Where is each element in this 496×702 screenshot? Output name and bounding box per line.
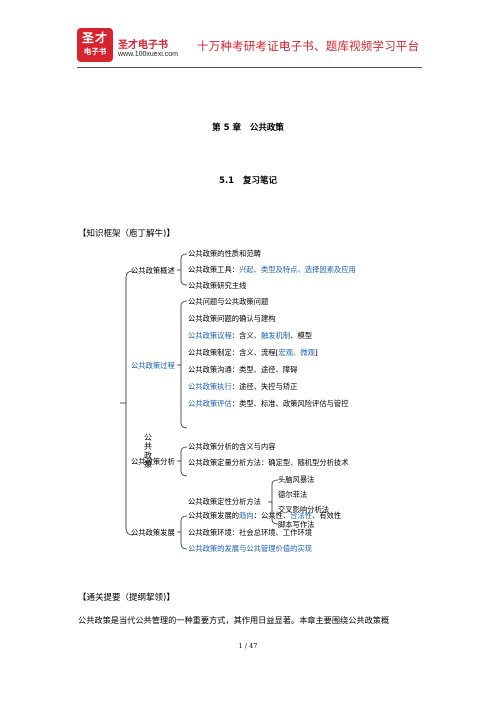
section-title: 5.1 复习笔记 [219,176,277,186]
mindmap-root: 公共政策 [144,433,152,469]
header-tagline: 十万种考研考证电子书、题库视频学习平台 [197,39,420,53]
brand-name: 圣才电子书 [118,40,168,51]
logo-text-top: 圣才 [81,31,108,45]
branch-analysis: 公共政策分析 [131,457,175,466]
logo-text-bottom: 电子书 [83,47,107,56]
process-item: 公共政策评估：类型、标准、政策风险评估与管控 [188,399,349,408]
process-item: 公共政策制定：含义、流程[宏观、微观] [188,348,318,357]
brand-logo: 圣才 电子书 [77,28,113,62]
knowledge-framework-heading: 【知识框架（庖丁解牛)】 [78,229,175,239]
brand-url[interactable]: www.100xuexi.com [118,51,178,58]
process-item: 公共政策执行：途径、失控与矫正 [188,382,298,391]
overview-item: 公共政策研究主线 [188,281,247,290]
process-item: 公共问题与公共政策问题 [188,297,269,306]
branch-development: 公共政策发展 [131,528,175,537]
summary-heading: 【通关提要（提纲挈领)】 [78,593,175,603]
qualitative-method-item: 脚本写作法 [278,520,315,529]
process-item: 公共政策沟通：类型、途径、障碍 [188,365,298,374]
process-item: 公共政策问题的确认与建构 [188,314,276,323]
chapter-title: 第 5 章 公共政策 [212,123,284,133]
development-item: 公共政策发展的趋向：公共性、合法性、有效性 [188,511,342,520]
analysis-item: 公共政策定性分析方法 [188,497,261,506]
development-item: 公共政策的发展与公共管理价值的实现 [188,544,313,553]
qualitative-method-item: 交叉影响分析法 [278,505,330,514]
overview-item: 公共政策工具：兴起、类型及特点、选择因素及应用 [188,265,356,274]
development-item: 公共政策环境：社会总环境、工作环境 [188,528,313,537]
overview-item: 公共政策的性质和范畴 [188,249,261,258]
page-number: 1 / 47 [238,642,258,650]
header-divider [77,67,422,68]
branch-overview: 公共政策概述 [131,266,175,275]
branch-process: 公共政策过程 [131,361,175,370]
analysis-item: 公共政策定量分析方法：确定型、随机型分析技术 [188,458,349,467]
analysis-item: 公共政策分析的含义与内容 [188,442,276,451]
qualitative-method-item: 头脑风暴法 [278,475,315,484]
summary-paragraph: 公共政策是当代公共管理的一种重要方式，其作用日益显著。本章主要围绕公共政策概 [78,615,390,625]
qualitative-method-item: 德尔菲法 [278,490,308,499]
process-item: 公共政策议程：含义、触发机制、模型 [188,331,313,340]
